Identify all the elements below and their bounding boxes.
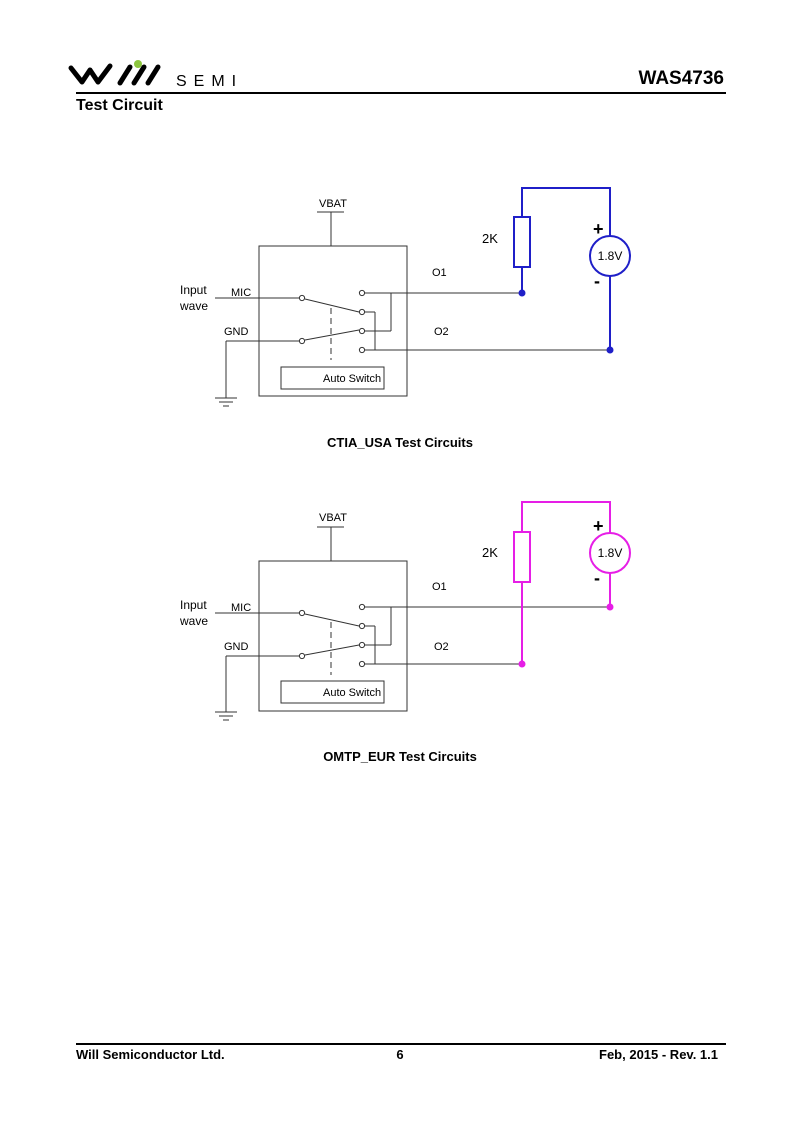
footer-page-number: 6 — [396, 1047, 404, 1062]
source-label: 1.8V — [598, 546, 623, 560]
auto-switch-box — [280, 366, 385, 390]
auto-switch-box — [280, 680, 385, 704]
circuit-ctia-measurement — [513, 187, 631, 350]
footer-revision: Feb, 2015 - Rev. 1.1 — [599, 1047, 718, 1062]
ic-body — [258, 560, 408, 712]
resistor-2k — [513, 531, 531, 583]
ic-body — [258, 245, 408, 397]
input-label: Input — [180, 598, 207, 612]
voltage-source — [589, 235, 631, 277]
voltage-source — [589, 532, 631, 574]
resistor-2k — [513, 216, 531, 268]
circuit-caption: CTIA_USA Test Circuits — [327, 435, 473, 450]
input-label: wave — [179, 614, 208, 628]
auto-switch-label: Auto Switch — [323, 373, 381, 385]
input-label: Input — [180, 283, 207, 297]
logo-brand-text: SEMI — [176, 73, 243, 90]
input-label: wave — [179, 299, 208, 313]
circuit-omtp-measurement — [513, 501, 631, 664]
section-title: Test Circuit — [76, 97, 163, 114]
circuit-caption: OMTP_EUR Test Circuits — [323, 749, 477, 764]
circuit-omtp — [215, 526, 610, 721]
circuit-ctia — [215, 211, 610, 407]
auto-switch-label: Auto Switch — [323, 687, 381, 699]
gnd-label: GND — [224, 641, 249, 653]
plus-label: + — [593, 516, 604, 536]
gnd-label: GND — [224, 326, 249, 338]
o1-label: O1 — [432, 267, 447, 279]
mic-label: MIC — [231, 287, 251, 299]
logo-mark — [68, 63, 113, 85]
minus-label: - — [594, 568, 600, 588]
vbat-label: VBAT — [319, 512, 347, 524]
logo-accent-dot — [134, 60, 142, 68]
part-number: WAS4736 — [638, 68, 724, 89]
minus-label: - — [594, 271, 600, 291]
source-label: 1.8V — [598, 249, 623, 263]
footer-rule — [76, 1043, 726, 1045]
o1-label: O1 — [432, 581, 447, 593]
resistor-label: 2K — [482, 231, 498, 246]
resistor-label: 2K — [482, 545, 498, 560]
footer-company: Will Semiconductor Ltd. — [76, 1047, 225, 1062]
o2-label: O2 — [434, 326, 449, 338]
o2-label: O2 — [434, 641, 449, 653]
company-logo: SEMI — [68, 60, 243, 90]
vbat-label: VBAT — [319, 198, 347, 210]
header-rule — [76, 92, 726, 94]
plus-label: + — [593, 219, 604, 239]
mic-label: MIC — [231, 602, 251, 614]
